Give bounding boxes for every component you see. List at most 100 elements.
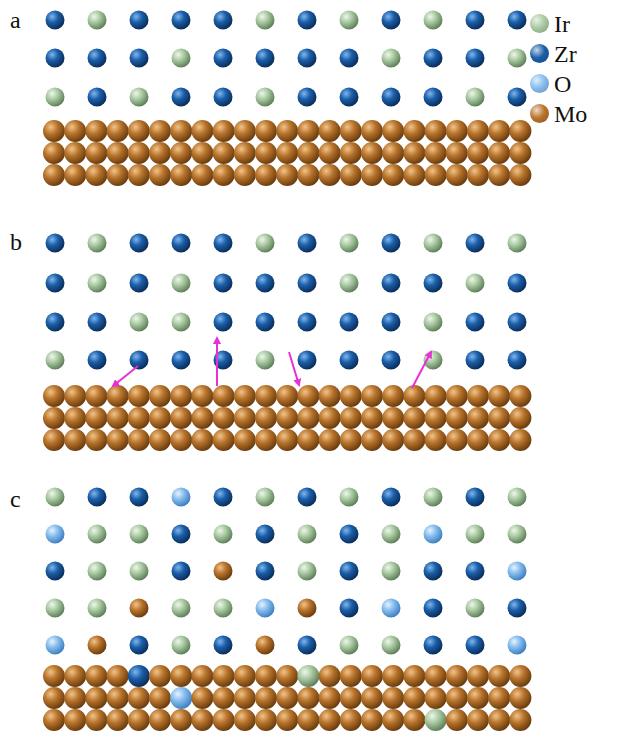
atom-sphere xyxy=(424,599,443,618)
atom-sphere xyxy=(64,709,86,731)
atom-sphere xyxy=(128,385,150,407)
atom-sphere xyxy=(170,407,192,429)
atom-sphere xyxy=(256,525,275,544)
atom-sphere xyxy=(340,274,359,293)
atom-sphere xyxy=(170,429,192,451)
atom-sphere xyxy=(340,385,362,407)
atom-sphere xyxy=(130,351,149,370)
atom-sphere xyxy=(130,88,149,107)
atom-sphere xyxy=(43,407,65,429)
atom-sphere xyxy=(382,120,404,142)
atom-sphere xyxy=(382,164,404,186)
atom-sphere xyxy=(466,313,485,332)
atom-sphere xyxy=(425,687,447,709)
atom-sphere xyxy=(107,164,129,186)
atom-sphere xyxy=(213,385,235,407)
atom-sphere xyxy=(425,407,447,429)
atom-sphere xyxy=(256,636,275,655)
atom-sphere xyxy=(361,407,383,429)
atom-sphere xyxy=(424,488,443,507)
atom-sphere xyxy=(508,525,527,544)
atom-sphere xyxy=(467,687,489,709)
atom-sphere xyxy=(46,351,65,370)
atom-sphere xyxy=(214,636,233,655)
atom-sphere xyxy=(64,665,86,687)
atom-sphere xyxy=(43,164,65,186)
legend-text: Mo xyxy=(554,102,587,126)
atom-sphere xyxy=(43,142,65,164)
atom-sphere xyxy=(340,164,362,186)
atom-sphere xyxy=(340,709,362,731)
atom-sphere xyxy=(256,234,275,253)
atom-sphere xyxy=(319,142,341,164)
atom-sphere xyxy=(382,351,401,370)
atom-sphere xyxy=(130,49,149,68)
atom-sphere xyxy=(403,142,425,164)
atom-sphere xyxy=(130,599,149,618)
atom-sphere xyxy=(340,313,359,332)
atom-sphere xyxy=(172,274,191,293)
atom-sphere xyxy=(467,385,489,407)
atom-sphere xyxy=(488,709,510,731)
atom-sphere xyxy=(170,665,192,687)
atom-sphere xyxy=(130,274,149,293)
atom-sphere xyxy=(425,142,447,164)
atom-sphere xyxy=(298,274,317,293)
atom-sphere xyxy=(107,687,129,709)
atom-sphere xyxy=(403,120,425,142)
atom-sphere xyxy=(509,687,531,709)
atom-sphere xyxy=(43,709,65,731)
atom-sphere xyxy=(508,234,527,253)
atom-sphere xyxy=(149,407,171,429)
atom-sphere xyxy=(234,709,256,731)
atom-sphere xyxy=(88,234,107,253)
atom-sphere xyxy=(424,11,443,30)
atom-sphere xyxy=(467,407,489,429)
legend-swatch xyxy=(530,44,549,63)
atom-sphere xyxy=(298,49,317,68)
atom-sphere xyxy=(424,49,443,68)
atom-sphere xyxy=(256,599,275,618)
atom-sphere xyxy=(297,142,319,164)
atom-sphere xyxy=(130,234,149,253)
atom-sphere xyxy=(466,351,485,370)
atom-sphere xyxy=(214,88,233,107)
atom-sphere xyxy=(466,636,485,655)
atom-sphere xyxy=(276,687,298,709)
atom-sphere xyxy=(361,385,383,407)
atom-sphere xyxy=(256,562,275,581)
atom-sphere xyxy=(466,234,485,253)
atom-sphere xyxy=(508,313,527,332)
atom-sphere xyxy=(170,385,192,407)
atom-sphere xyxy=(172,49,191,68)
atom-sphere xyxy=(488,429,510,451)
atom-sphere xyxy=(128,142,150,164)
atom-sphere xyxy=(509,665,531,687)
atom-sphere xyxy=(256,313,275,332)
atom-sphere xyxy=(214,525,233,544)
atom-sphere xyxy=(88,88,107,107)
atom-sphere xyxy=(172,636,191,655)
atom-sphere xyxy=(234,142,256,164)
atom-sphere xyxy=(130,11,149,30)
atom-sphere xyxy=(488,407,510,429)
atom-sphere xyxy=(214,11,233,30)
atom-sphere xyxy=(466,88,485,107)
atom-sphere xyxy=(88,525,107,544)
atom-sphere xyxy=(46,599,65,618)
legend-swatch xyxy=(530,14,549,33)
atom-sphere xyxy=(234,429,256,451)
atom-sphere xyxy=(46,562,65,581)
atom-sphere xyxy=(130,636,149,655)
atom-sphere xyxy=(467,120,489,142)
atom-sphere xyxy=(340,599,359,618)
atom-sphere xyxy=(149,709,171,731)
atom-sphere xyxy=(424,234,443,253)
atom-sphere xyxy=(509,429,531,451)
atom-sphere xyxy=(298,599,317,618)
atom-sphere xyxy=(64,142,86,164)
atom-sphere xyxy=(46,313,65,332)
atom-sphere xyxy=(297,687,319,709)
legend-text: Ir xyxy=(554,12,570,36)
atom-sphere xyxy=(85,407,107,429)
